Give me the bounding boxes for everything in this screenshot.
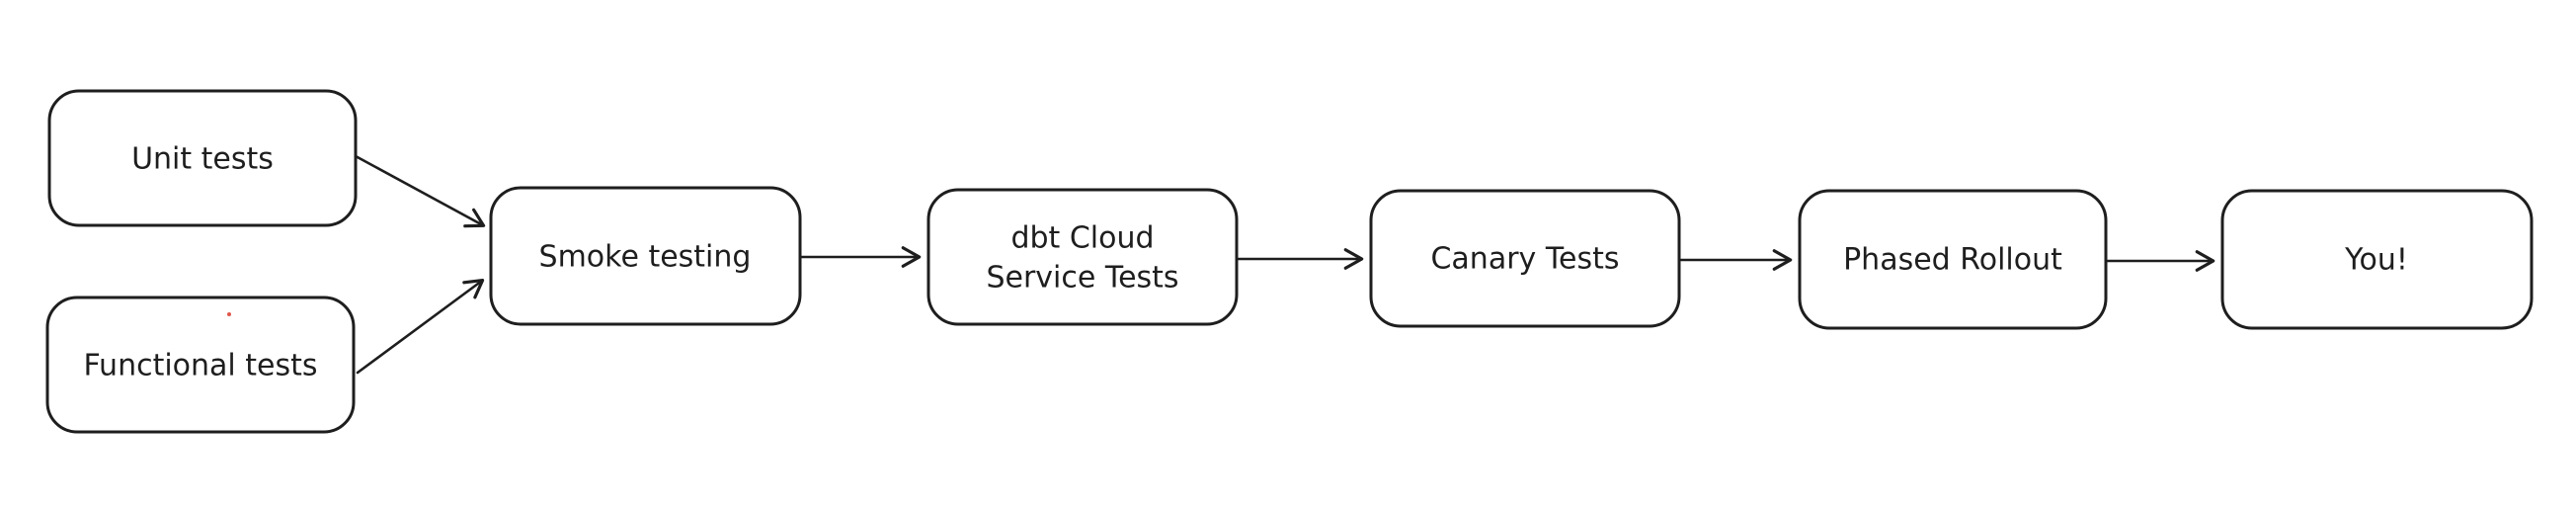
node-you: You! (2220, 189, 2534, 330)
node-smoke-testing-box (489, 186, 802, 326)
node-dbt-cloud-service-tests-label-line1: dbt Cloud (1010, 221, 1154, 256)
node-unit-tests-label: Unit tests (131, 142, 274, 177)
edge-functional-tests-to-smoke-testing (356, 279, 485, 375)
stray-red-dot (227, 312, 231, 316)
node-you-label: You! (2344, 243, 2408, 278)
node-smoke-testing: Smoke testing (489, 186, 802, 326)
node-dbt-cloud-service-tests-box (926, 188, 1239, 326)
node-functional-tests-box (45, 296, 356, 434)
node-canary-tests-box (1369, 189, 1681, 328)
edge-unit-tests-to-smoke-testing (354, 154, 486, 228)
node-unit-tests: Unit tests (47, 89, 358, 227)
node-phased-rollout-label: Phased Rollout (1843, 243, 2062, 278)
node-you-box (2220, 189, 2534, 330)
node-canary-tests-label: Canary Tests (1430, 242, 1619, 277)
node-functional-tests: Functional tests (45, 296, 356, 434)
node-unit-tests-box (47, 89, 358, 227)
node-phased-rollout-box (1798, 189, 2108, 330)
node-functional-tests-label: Functional tests (83, 349, 317, 383)
node-dbt-cloud-service-tests-label-line2: Service Tests (986, 261, 1178, 296)
node-phased-rollout: Phased Rollout (1798, 189, 2108, 330)
node-dbt-cloud-service-tests: dbt Cloud Service Tests (926, 188, 1239, 326)
node-smoke-testing-label: Smoke testing (539, 240, 752, 275)
node-canary-tests: Canary Tests (1369, 189, 1681, 328)
